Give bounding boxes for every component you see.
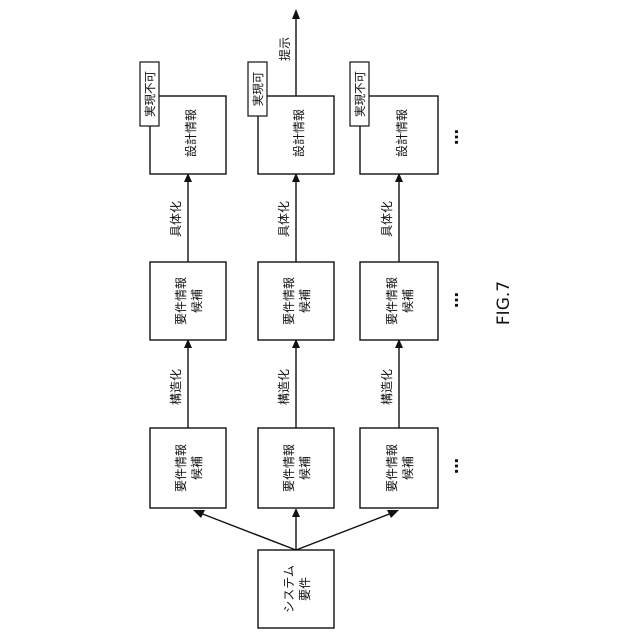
requirement-candidate-label-line2: 候補 <box>298 289 312 313</box>
design-info-label: 設計情報 <box>291 109 306 157</box>
requirement-candidate-box <box>258 262 334 340</box>
feasibility-tag-label: 実現可 <box>251 72 265 107</box>
design-info-label: 設計情報 <box>183 109 198 157</box>
requirement-candidate-label-line1: 要件情報 <box>385 277 399 325</box>
flow-row-3: 要件情報 候補 構造化 要件情報 候補 具体化 設計情報 実現不可 <box>350 62 438 508</box>
concretization-label: 具体化 <box>380 201 394 237</box>
structuring-label: 構造化 <box>277 369 291 405</box>
flow-row-1: 要件情報 候補 構造化 要件情報 候補 具体化 設計情報 実現不可 <box>140 62 226 508</box>
structuring-label: 構造化 <box>169 369 183 405</box>
requirement-candidate-box <box>360 262 438 340</box>
requirement-candidate-label-line1: 要件情報 <box>174 444 188 492</box>
concretization-label: 具体化 <box>169 201 183 237</box>
requirement-candidate-label-line1: 要件情報 <box>174 277 188 325</box>
requirement-candidate-box <box>150 428 226 508</box>
concretization-label: 具体化 <box>277 201 291 237</box>
requirement-candidate-label-line2: 候補 <box>298 456 312 480</box>
requirement-candidate-label-line2: 候補 <box>401 289 415 313</box>
requirement-candidate-label-line1: 要件情報 <box>282 277 296 325</box>
continuation-ellipsis: … <box>443 292 462 308</box>
requirement-candidate-label-line2: 候補 <box>190 456 204 480</box>
requirement-candidate-label-line2: 候補 <box>401 456 415 480</box>
branch-arrows <box>193 508 399 550</box>
system-requirements-label-line1: システム <box>282 565 296 613</box>
requirement-candidate-label-line2: 候補 <box>190 289 204 313</box>
output-label: 提示 <box>277 37 292 61</box>
system-requirements-box <box>258 550 334 628</box>
continuation-ellipsis: … <box>443 458 462 474</box>
figure-label: FIG.7 <box>494 281 514 325</box>
continuation-ellipsis: … <box>443 129 462 145</box>
continuation-markers: … … … <box>443 129 462 474</box>
requirement-candidate-box <box>150 262 226 340</box>
design-info-label: 設計情報 <box>394 109 409 157</box>
branch-arrow-row1 <box>200 513 296 550</box>
structuring-label: 構造化 <box>380 369 394 405</box>
requirement-candidate-box <box>360 428 438 508</box>
requirement-candidate-label-line1: 要件情報 <box>385 444 399 492</box>
system-requirements-label-line2: 要件 <box>298 577 312 601</box>
flow-row-2: 要件情報 候補 構造化 要件情報 候補 具体化 設計情報 実現可 提示 <box>248 9 334 508</box>
system-requirements-node: システム 要件 <box>258 550 334 628</box>
branch-arrow-row3 <box>296 513 392 550</box>
requirement-candidate-box <box>258 428 334 508</box>
requirement-candidate-label-line1: 要件情報 <box>282 444 296 492</box>
feasibility-tag-label: 実現不可 <box>143 71 157 117</box>
feasibility-tag-label: 実現不可 <box>353 71 367 117</box>
